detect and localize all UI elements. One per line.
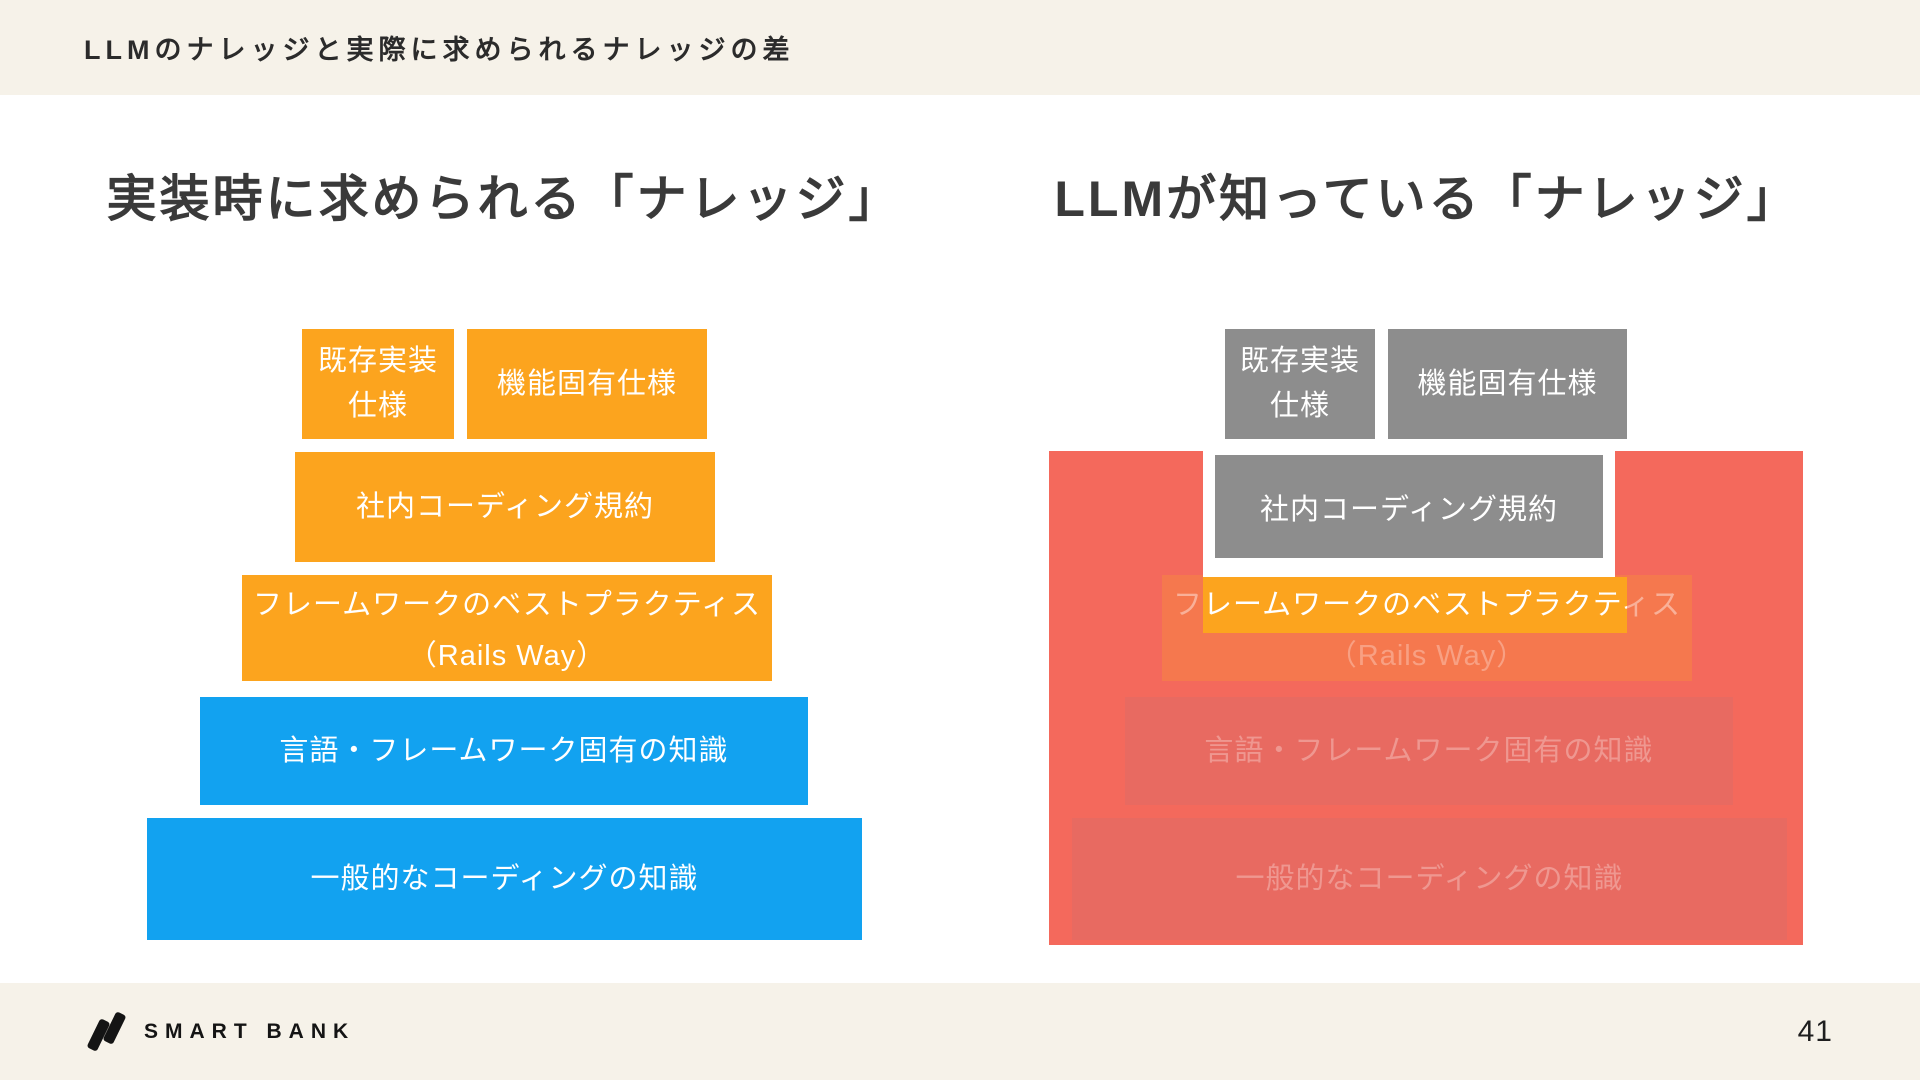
layer-label: 機能固有仕様 <box>496 367 677 400</box>
slide-header: LLMのナレッジと実際に求められるナレッジの差 <box>0 0 1920 95</box>
layer-label: （Rails Way） <box>407 640 607 672</box>
layer-label: 仕様 <box>1269 390 1330 422</box>
layer-label: 仕様 <box>347 390 408 422</box>
left-layer-coding-rules: 社内コーディング規約 <box>295 452 715 562</box>
smartbank-logo-icon <box>86 1010 127 1052</box>
brand-wordmark: SMART BANK <box>144 1019 356 1043</box>
left-layer-framework-best-practice: フレームワークのベストプラクティス （Rails Way） <box>242 575 772 681</box>
layer-label-faded: （Rails Way） <box>1327 640 1527 672</box>
right-layer-coding-rules-frame: 社内コーディング規約 <box>1203 447 1615 577</box>
left-layer-language-knowledge: 言語・フレームワーク固有の知識 <box>200 697 808 805</box>
layer-label-faded: 言語・フレームワーク固有の知識 <box>1204 734 1654 767</box>
left-heading: 実装時に求められる「ナレッジ」 <box>106 171 902 227</box>
right-layer-general-faded: 一般的なコーディングの知識 <box>1072 818 1787 940</box>
layer-label: フレームワークのベストプラクティス <box>1203 589 1627 621</box>
layer-label: 一般的なコーディングの知識 <box>310 862 699 895</box>
right-layer-feature-spec: 機能固有仕様 <box>1388 329 1627 439</box>
left-layer-general-coding: 一般的なコーディングの知識 <box>147 818 862 940</box>
framework-highlight-strip: フレームワークのベストプラクティス <box>1203 577 1627 633</box>
layer-label: 既存実装 <box>317 345 438 377</box>
right-heading: LLMが知っている「ナレッジ」 <box>1054 171 1800 227</box>
layer-label: 機能固有仕様 <box>1417 367 1598 400</box>
layer-label: 既存実装 <box>1239 345 1360 377</box>
left-layer-feature-spec: 機能固有仕様 <box>467 329 707 439</box>
right-layer-language-faded: 言語・フレームワーク固有の知識 <box>1125 697 1733 805</box>
right-layer-coding-rules: 社内コーディング規約 <box>1215 455 1603 558</box>
left-layer-existing-spec: 既存実装 仕様 <box>302 329 454 439</box>
brand: SMART BANK <box>86 1010 356 1052</box>
layer-label-faded: 一般的なコーディングの知識 <box>1235 862 1624 895</box>
layer-label: 社内コーディング規約 <box>356 490 654 523</box>
slide-footer: SMART BANK 41 <box>0 983 1920 1080</box>
page-number: 41 <box>1797 1014 1833 1048</box>
right-layer-existing-spec: 既存実装 仕様 <box>1225 329 1375 439</box>
slide-title: LLMのナレッジと実際に求められるナレッジの差 <box>84 35 795 65</box>
layer-label: 言語・フレームワーク固有の知識 <box>279 734 729 767</box>
layer-label: フレームワークのベストプラクティス <box>253 589 761 621</box>
